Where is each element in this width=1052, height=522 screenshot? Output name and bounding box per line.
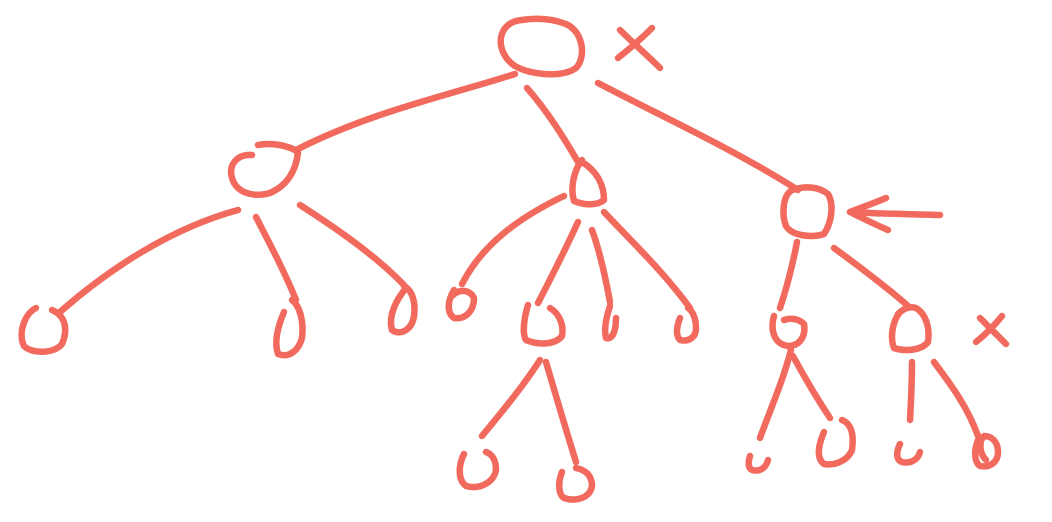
arrow-shaft (846, 208, 944, 219)
edge-l2-h-l3-d (789, 352, 834, 422)
tree-node-l2-g (673, 304, 700, 344)
tree-node-l2-d (445, 286, 478, 322)
edge-l1-right-l2-i (830, 244, 912, 310)
tree-node-l2-f (601, 302, 620, 342)
tree-node-l2-c (387, 282, 418, 336)
edge-l2-e-l3-b (542, 358, 580, 466)
tree-nodes (18, 15, 1002, 503)
edge-l2-h-l3-c (756, 346, 795, 442)
tree-node-l3-a (456, 448, 500, 491)
edge-l2-e-l3-a (478, 356, 544, 440)
tree-node-l3-d (815, 416, 856, 468)
edge-l1-middle-l2-g (600, 208, 694, 312)
edge-root-l1-right (594, 79, 802, 194)
tree-node-l2-a (18, 304, 69, 355)
tree-node-l3-f (972, 432, 1002, 470)
edge-root-l1-left (292, 70, 519, 154)
edge-l1-right-l2-h (776, 238, 801, 312)
tree-node-l2-i (888, 304, 932, 354)
tree-node-l3-c (745, 452, 772, 474)
edge-l1-left-l2-a (56, 206, 242, 316)
cross-mark-root-stroke-1 (616, 26, 664, 72)
tree-edges (56, 70, 982, 466)
edge-l2-i-l3-f (930, 358, 982, 440)
edge-l1-middle-l2-d (458, 192, 568, 288)
tree-node-l1-right (780, 184, 835, 240)
edge-root-l1-middle (523, 84, 582, 166)
edge-l2-i-l3-e (906, 358, 916, 424)
tree-node-root (497, 15, 586, 78)
tree-node-l2-h (769, 312, 808, 350)
edge-l1-middle-l2-e (534, 218, 582, 307)
tree-node-l3-b (556, 464, 596, 503)
edge-l1-left-l2-c (296, 201, 408, 289)
cross-mark-root-stroke-2 (614, 24, 656, 62)
tree-node-l2-b (273, 296, 306, 359)
edge-l1-left-l2-b (252, 213, 300, 304)
cross-mark-icon (972, 312, 1010, 348)
tree-node-l1-middle (569, 156, 608, 208)
cross-mark-icon (614, 24, 664, 72)
cross-mark-l2-i-stroke-2 (972, 312, 1006, 346)
tree-node-l2-e (520, 301, 566, 347)
arrow-left-icon (846, 194, 944, 234)
tree-marks (614, 24, 1010, 348)
arrow-head (846, 194, 892, 234)
edge-l1-middle-l2-f (588, 226, 614, 306)
tree-node-l3-e (894, 440, 924, 466)
tree-node-l1-left (227, 140, 302, 198)
